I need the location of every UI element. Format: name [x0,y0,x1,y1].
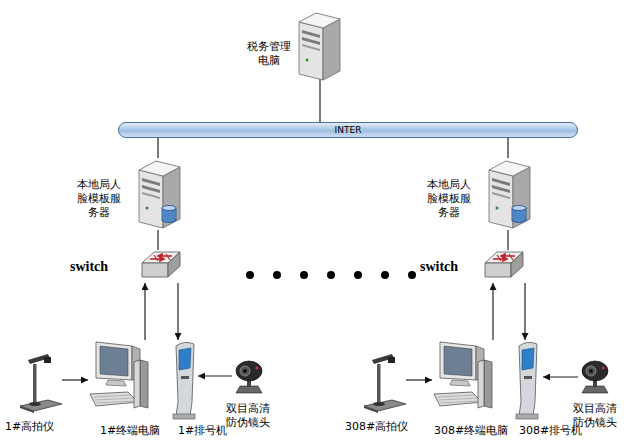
node-label: 308#排号机 [519,424,582,438]
node-label: 本地局人脸模板服务器 [425,178,473,219]
switch-icon [483,250,523,283]
node-label: 1#排号机 [178,424,227,438]
connector [319,76,320,122]
connector [177,283,178,340]
connector [524,283,525,340]
kiosk-device: 1#排号机 [170,340,198,420]
node-label: switch [420,258,458,276]
switch-device: switch [483,250,523,283]
pc-icon [88,340,150,410]
server-icon [295,10,345,76]
cam-icon [232,360,266,395]
node-label: switch [70,258,108,276]
ellipsis-dots [246,271,416,279]
node-label: 税务管理电脑 [245,40,293,68]
node-label: 1#高拍仪 [5,420,54,434]
pc-icon [432,340,500,410]
connector [144,283,145,340]
node-label: 双目高清防伪镜头 [572,402,618,430]
doccam-device: 1#高拍仪 [18,350,62,412]
kiosk-icon [170,340,198,420]
node-label: 308#高拍仪 [345,420,408,434]
switch-icon [140,250,182,283]
node-label: 1#终端电脑 [100,424,160,438]
serverdb-icon [135,158,182,230]
connector [507,138,508,158]
node-label: 双目高清防伪镜头 [224,402,272,430]
doccam-device: 308#高拍仪 [362,350,406,412]
pc-device: 308#终端电脑 [432,340,500,410]
kiosk-icon [513,340,543,420]
node-label: 308#终端电脑 [434,424,508,438]
serverdb-icon [485,158,532,230]
node-label: INTER [119,123,577,137]
switch-device: switch [140,250,182,283]
connector [492,283,493,340]
serverdb-device: 本地局人脸模板服务器 [485,158,532,230]
connector [406,379,432,380]
serverdb-device: 本地局人脸模板服务器 [135,158,182,230]
pc-device: 1#终端电脑 [88,340,150,410]
node-label: 本地局人脸模板服务器 [75,178,123,219]
cam-icon [578,360,612,395]
connector [198,375,232,376]
connector [507,230,508,250]
server-device: 税务管理电脑 [295,10,345,76]
network-bus: INTER [118,122,578,138]
connector [543,376,578,377]
connector [62,379,88,380]
doccam-icon [18,350,62,412]
doccam-icon [362,350,406,412]
connector [157,138,158,158]
cam-device: 双目高清防伪镜头 [578,360,612,395]
kiosk-device: 308#排号机 [513,340,543,420]
cam-device: 双目高清防伪镜头 [232,360,266,395]
connector [157,230,158,250]
